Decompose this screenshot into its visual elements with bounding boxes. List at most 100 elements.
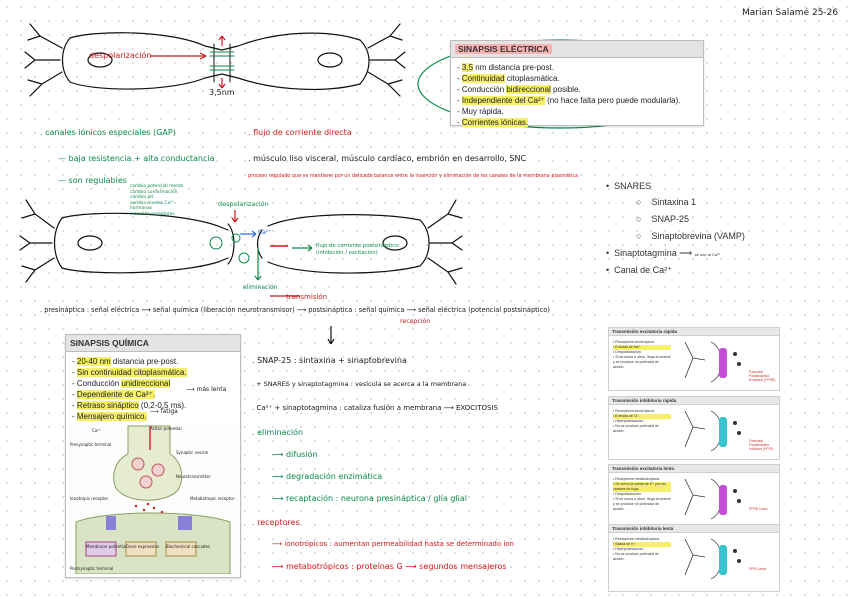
difusion-item: ⟶ difusión: [272, 450, 318, 459]
thumbnail-item: • No se produce potencial de acción.: [613, 552, 671, 562]
recepcion-label: recepción: [400, 318, 430, 325]
thumbnail-title: Transmisión inhibitoria rápida: [609, 397, 779, 405]
thumbnail-title: Transmisión excitatoria rápida: [609, 328, 779, 336]
thumbnail-list: • Receptores ionotrópicos.• Entrada de C…: [613, 409, 671, 434]
electrical-synapse-list: - 3,5 nm distancia pre-post.- Continuida…: [451, 58, 703, 132]
electrical-synapse-box: SINAPSIS ELÉCTRICA - 3,5 nm distancia pr…: [450, 40, 704, 126]
thumbnail-label: PPSE Lento: [749, 507, 777, 511]
fig-membrane-potential-label: Membrane potential: [86, 544, 127, 549]
thumbnail-list: • Receptores metabotrópicos.• Salida de …: [613, 537, 671, 562]
chemical-item-text: distancia pre-post.: [111, 357, 179, 366]
fig-metabotropic-label: Metabotropic receptor: [190, 496, 235, 501]
snares-note: . + SNARES y sinaptotagmina : vesícula s…: [252, 380, 466, 388]
chemical-item-highlight: Sin continuidad citoplasmática.: [77, 368, 187, 377]
sub-item-3: ○ Sinaptobrevina (VAMP): [636, 231, 745, 241]
electrical-item: - Conducción bidireccional posible.: [457, 84, 697, 95]
electrical-item: - Corrientes iónicas.: [457, 117, 697, 128]
thumbnail-list: • Receptores metabotrópicos.• Se cierra …: [613, 477, 671, 512]
electrical-item-highlight: Continuidad: [462, 74, 505, 83]
top-neuron-drawing: [25, 24, 405, 96]
thumbnail-list: • Receptores ionotrópicos.• Entrada de N…: [613, 340, 671, 370]
fig-action-potential-label: Action potential: [150, 426, 182, 431]
thumbnail-label: Potencial Postsináptico Inhibidor (PPSI): [749, 439, 777, 451]
electrical-item-text: posible.: [551, 85, 581, 94]
degradacion-item: ⟶ degradación enzimática: [272, 472, 382, 481]
regulator-item: inserción receptores: [130, 212, 185, 218]
thumbnail-title: Transmisión excitatoria lenta: [609, 465, 779, 473]
top-depolarization-label: despolarización: [89, 51, 151, 60]
elimination-heading: . eliminación: [252, 428, 303, 437]
electrical-item-highlight: 3,5: [462, 63, 473, 72]
chemical-synapse-title: SINAPSIS QUÍMICA: [66, 335, 240, 352]
electrical-item-highlight: Corrientes iónicas.: [462, 118, 528, 127]
calcium-note: . Ca²⁺ + sinaptotagmina : cataliza fusió…: [252, 404, 498, 412]
chemical-item-highlight: Dependiente de Ca²⁺.: [77, 390, 155, 399]
transmission-thumbnail: Transmisión excitatoria lenta • Receptore…: [608, 464, 780, 528]
elimination-label: eliminación: [243, 284, 277, 291]
electrical-item: - 3,5 nm distancia pre-post.: [457, 62, 697, 73]
muscle-note: . músculo liso visceral, músculo cardíac…: [248, 154, 526, 163]
regulators-list: cambio potencial memb.cambio conformació…: [130, 184, 185, 218]
thumbnail-item: • Si se suma a otros, llega al umbral y …: [613, 355, 671, 370]
more-slow-annot: ⟶ más lenta: [186, 386, 226, 393]
vesicles: [210, 234, 249, 263]
resistance-note: — baja resistencia + alta conductancia: [58, 154, 214, 163]
transmission-thumbnail: Transmisión inhibitoria lenta • Receptore…: [608, 524, 780, 592]
top-distance-label: 3,5nm: [209, 88, 235, 97]
electrical-item-highlight: Independiente del Ca²⁺: [462, 96, 545, 105]
regulated-process-note: proceso regulado que se mantiene por un …: [248, 173, 578, 179]
electrical-item-text: (no hace falta pero puede modularla).: [545, 96, 681, 105]
fig-presynaptic-label: Presynaptic terminal: [70, 442, 111, 447]
chemical-item: - 20-40 nm distancia pre-post.: [72, 356, 234, 367]
electrical-synapse-title: SINAPSIS ELÉCTRICA: [451, 41, 703, 58]
thumbnail-drawing: [675, 535, 775, 583]
thumbnail-drawing: [675, 475, 775, 523]
recaptacion-item: ⟶ recaptación : neurona presináptica / g…: [272, 494, 467, 503]
chemical-item-highlight: 20-40 nm: [77, 357, 111, 366]
electrical-item-text: citoplasmática.: [505, 74, 560, 83]
metabotropicos-item: ⟶ metabotrópicos : proteínas G ⟶ segundo…: [272, 562, 506, 571]
transmission-label: transmisión: [286, 293, 327, 301]
electrical-item-text: - Muy rápida.: [457, 107, 504, 116]
transmission-thumbnail: Transmisión inhibitoria rápida • Receptor…: [608, 396, 780, 460]
chemical-item-highlight: Retraso sináptico: [77, 401, 139, 410]
gap-channels-note: . canales iónicos especiales (GAP): [40, 128, 176, 137]
thumbnail-item: • Si se suma a otros, llega al umbral y …: [613, 497, 671, 512]
sub-item-2: ○ SNAP-25: [636, 214, 689, 224]
chemical-item-text: - Conducción: [72, 379, 121, 388]
thumbnail-title: Transmisión inhibitoria lenta: [609, 525, 779, 533]
regulated-note: — son regulables: [58, 176, 127, 185]
transmission-thumbnail: Transmisión excitatoria rápida • Receptor…: [608, 327, 780, 391]
fig-gene-expression-label: Gene expression: [126, 544, 159, 549]
middle-neuron-drawing: [20, 200, 462, 284]
regulator-item: cambio potencial memb.: [130, 184, 185, 190]
chemical-item-highlight: Mensajero químico.: [77, 412, 147, 421]
chemical-synapse-box: SINAPSIS QUÍMICA - 20-40 nm distancia pr…: [65, 334, 241, 578]
thumbnail-label: Potencial Postsináptico Excitador (PPSE): [749, 370, 777, 382]
middle-depolarization-label: despolarización: [218, 200, 269, 208]
canal-item: • Canal de Ca²⁺: [606, 265, 672, 276]
fig-ca-label: Ca²⁺: [92, 428, 101, 433]
ionotropicos-item: ⟶ ionotrópicos : aumentan permeabilidad …: [272, 540, 514, 548]
chemical-item-highlight: unidireccional: [121, 379, 170, 388]
sub-item-1: ○ Sintaxina 1: [636, 197, 696, 207]
fig-neurotransmitter-label: Neurotransmitter: [176, 474, 211, 479]
snap25-note: . SNAP-25 : sintaxina + sinaptobrevina: [252, 356, 407, 365]
calcium-label: Ca²⁺: [258, 229, 271, 236]
postsynaptic-flow-label: flujo de corriente postsináptico (inhibi…: [316, 243, 416, 257]
receptores-heading: . receptores: [252, 518, 300, 527]
electrical-item: - Continuidad citoplasmática.: [457, 73, 697, 84]
thumbnail-item: • Se cierra la salida de K⁺ por los cana…: [613, 482, 671, 492]
electrical-item-highlight: bidireccional: [506, 85, 550, 94]
thumbnail-item: • No se produce potencial de acción.: [613, 424, 671, 434]
electrical-item: - Muy rápida.: [457, 106, 697, 117]
fatigue-annot: ⟶ fatiga: [150, 408, 178, 415]
electrical-item-text: - Conducción: [457, 85, 506, 94]
chemical-item: - Sin continuidad citoplasmática.: [72, 367, 234, 378]
presynaptic-postsynaptic-line: . presináptica : señal eléctrica ⟶ señal…: [40, 306, 550, 314]
fig-vesicle-label: Synaptic vesicle: [176, 450, 208, 455]
direct-flow-note: . flujo de corriente directa: [248, 128, 352, 137]
fig-cascades-label: Biochemical cascades: [166, 544, 210, 549]
snares-item: • SNARES: [606, 181, 651, 191]
electrical-item-text: nm distancia pre-post.: [473, 63, 554, 72]
